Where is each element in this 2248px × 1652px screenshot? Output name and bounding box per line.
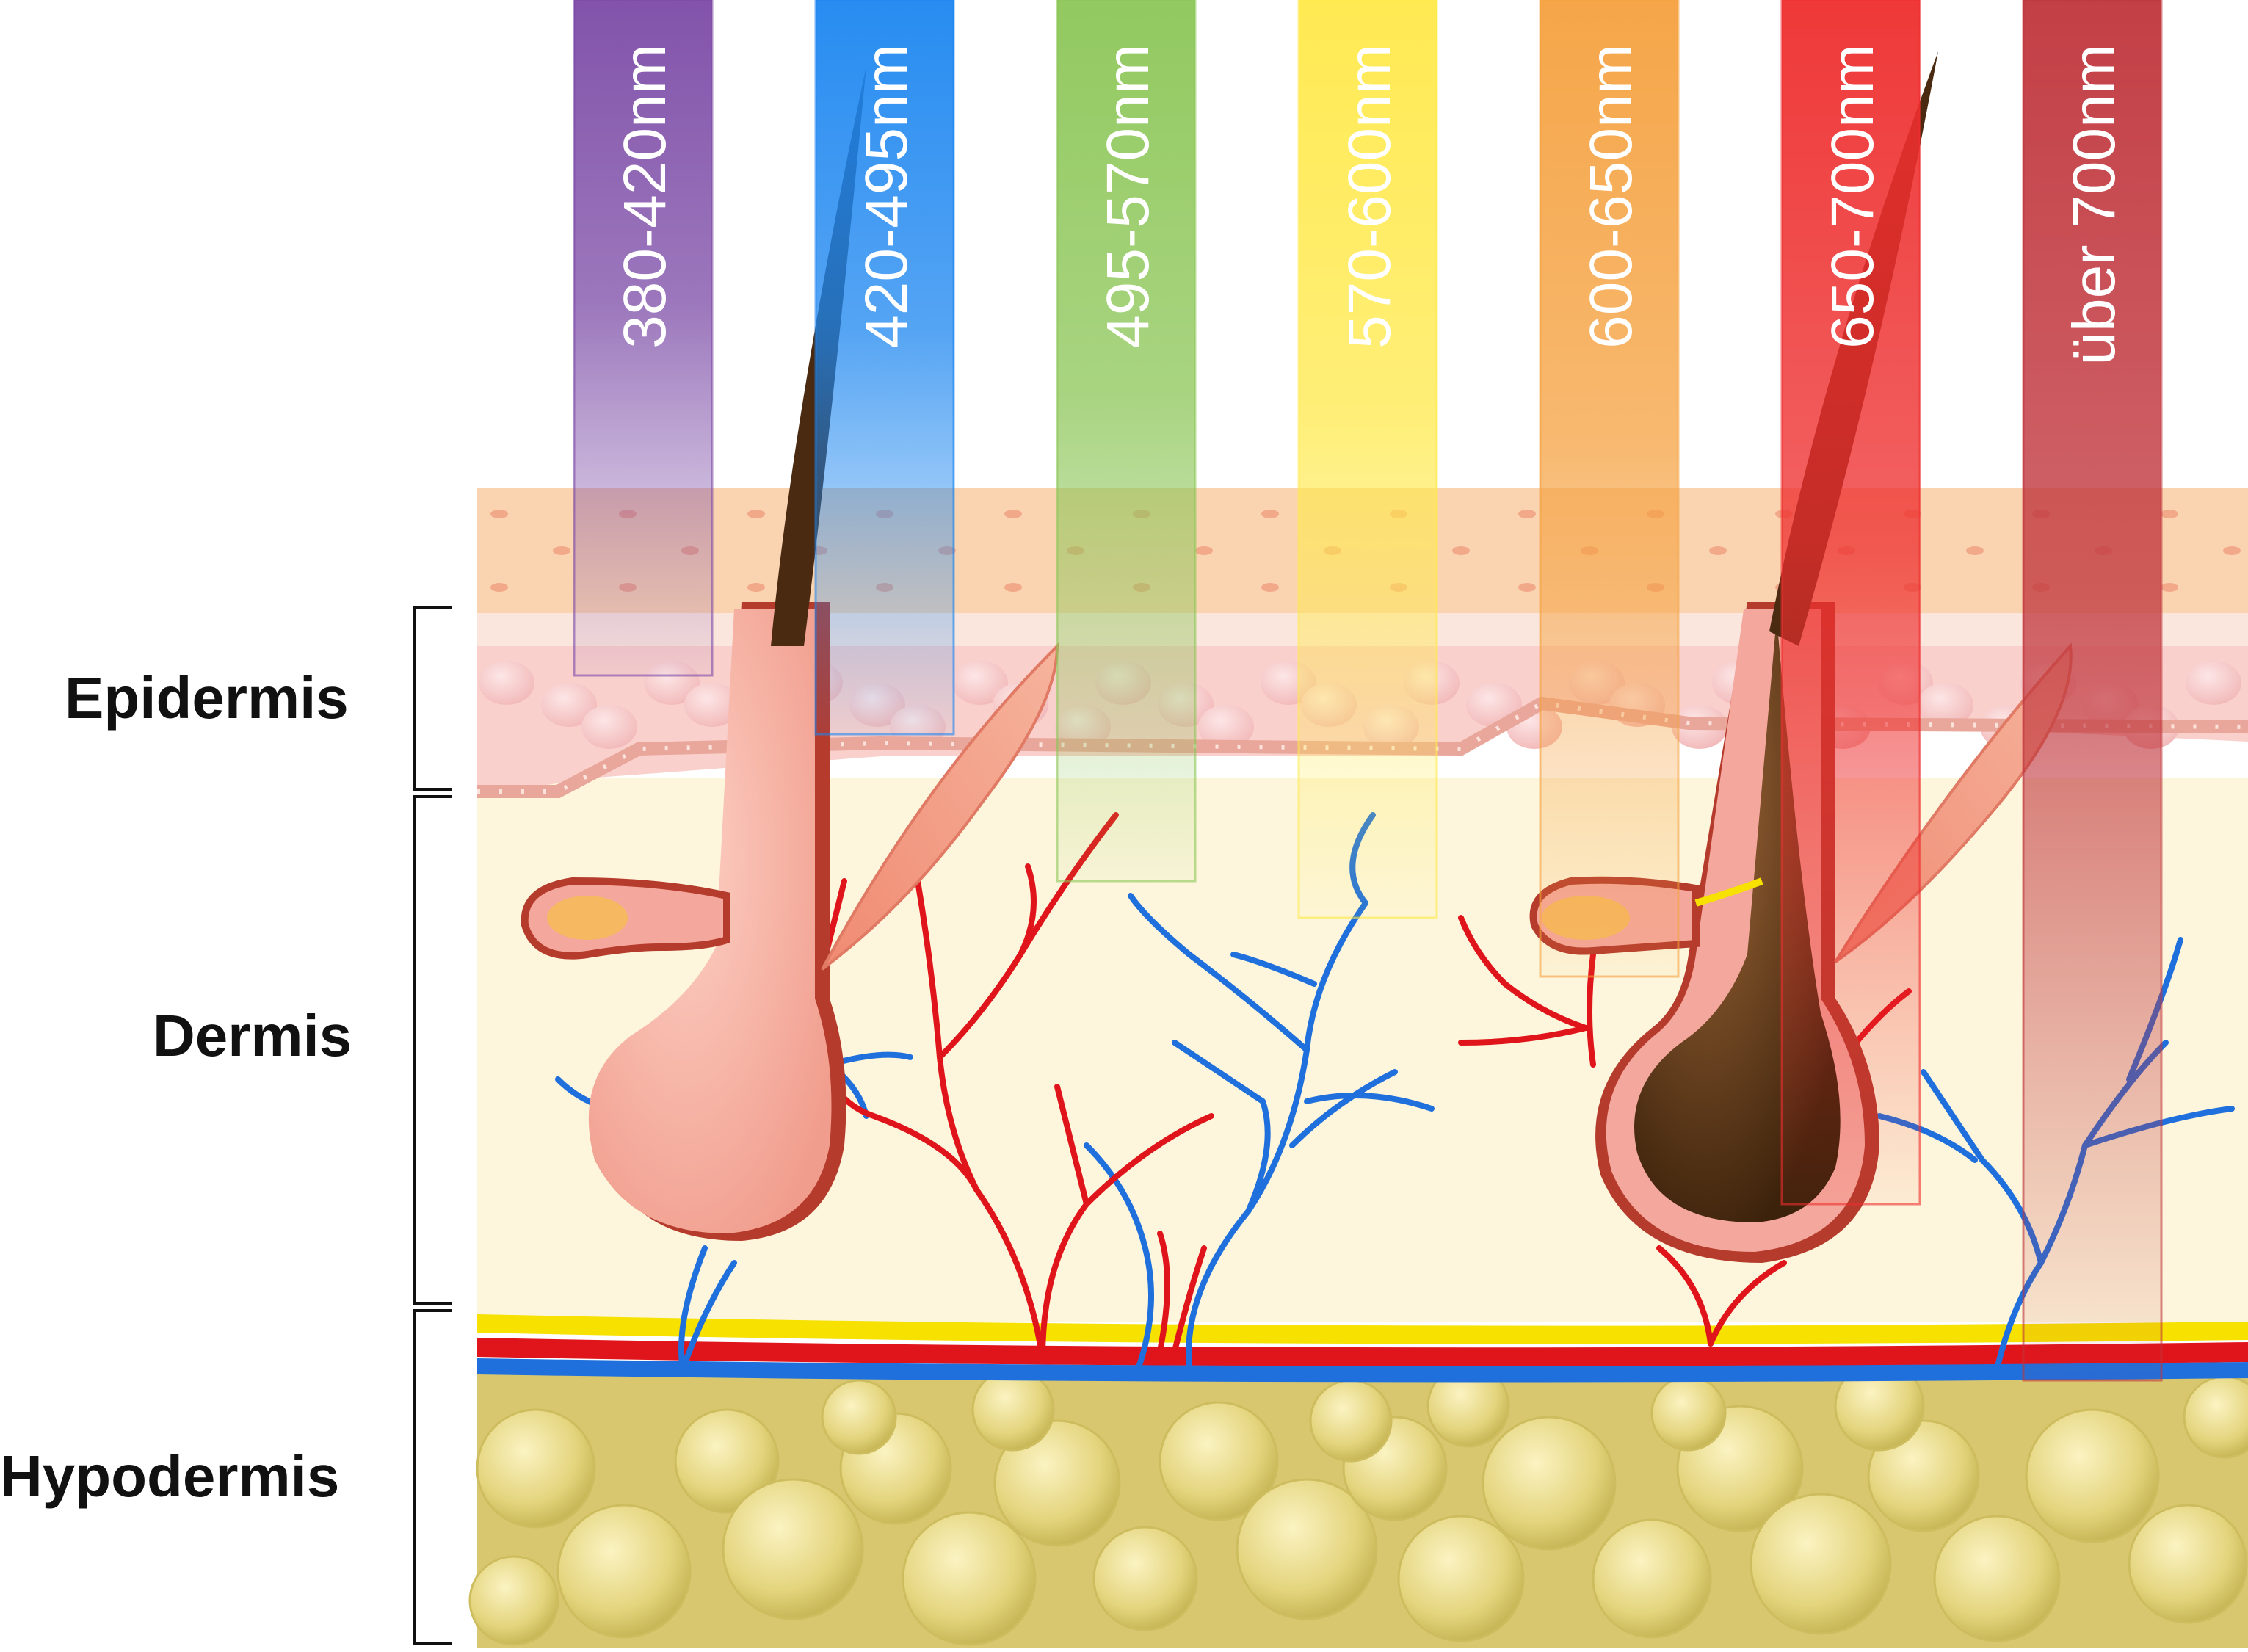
layer-label-epidermis: Epidermis bbox=[65, 665, 349, 731]
fat-cell bbox=[556, 1504, 692, 1639]
wavelength-band-label: 600-650nm bbox=[1578, 44, 1645, 349]
skin-pore bbox=[1004, 510, 1022, 518]
skin-pore bbox=[1966, 546, 1984, 555]
fat-cell bbox=[1482, 1416, 1617, 1551]
skin-pore bbox=[1261, 510, 1279, 518]
wavelength-band-bar bbox=[814, 0, 955, 736]
epidermis-cell bbox=[2186, 661, 2241, 705]
wavelength-band: 570-600nm bbox=[1297, 0, 1438, 919]
fat-cell bbox=[1750, 1493, 1892, 1635]
fat-cell bbox=[674, 1408, 780, 1514]
skin-pore bbox=[1518, 510, 1536, 518]
wavelength-band: 495-570nm bbox=[1056, 0, 1197, 883]
hair-follicle-left bbox=[521, 66, 866, 1241]
epidermis-cell bbox=[581, 705, 637, 749]
wavelength-band: 600-650nm bbox=[1539, 0, 1680, 978]
fat-cell bbox=[1592, 1518, 1712, 1639]
fat-cell bbox=[1867, 1419, 1980, 1532]
epidermis-cell bbox=[1918, 683, 1973, 727]
skin-pore bbox=[490, 510, 508, 518]
fat-line bbox=[477, 1314, 2248, 1344]
wavelength-band-bar bbox=[2022, 0, 2163, 1382]
wavelength-band-label: über 700nm bbox=[2061, 44, 2128, 366]
epidermis-cell bbox=[1198, 705, 1254, 749]
fat-cell bbox=[1397, 1515, 1525, 1642]
fat-cell bbox=[1092, 1526, 1198, 1631]
wavelength-band-bar bbox=[573, 0, 714, 677]
epidermis-cell bbox=[952, 661, 1008, 705]
fat-cell bbox=[1236, 1478, 1378, 1620]
wavelength-band-label: 380-420nm bbox=[612, 44, 678, 349]
fat-cell bbox=[2128, 1504, 2248, 1624]
wavelength-band-bar bbox=[1780, 0, 1921, 1206]
fat-cell bbox=[468, 1555, 559, 1646]
fat-cell bbox=[821, 1379, 897, 1455]
fat-cells bbox=[468, 1361, 2248, 1646]
fat-cell bbox=[1650, 1375, 1727, 1452]
skin-pore bbox=[2223, 546, 2241, 555]
fat-cell bbox=[971, 1368, 1055, 1452]
wavelength-band-label: 570-600nm bbox=[1336, 44, 1403, 349]
skin-pore bbox=[490, 583, 508, 592]
fat-cell bbox=[1933, 1515, 2061, 1642]
wavelength-band-label: 495-570nm bbox=[1095, 44, 1161, 349]
fat-cell bbox=[1159, 1401, 1279, 1521]
fat-cell bbox=[993, 1419, 1121, 1547]
epidermis-cell bbox=[684, 683, 740, 727]
fat-cell bbox=[476, 1408, 596, 1529]
artery-main bbox=[477, 1338, 2248, 1367]
skin-pore bbox=[747, 583, 765, 592]
wavelength-band: 380-420nm bbox=[573, 0, 714, 677]
fat-cell bbox=[902, 1511, 1037, 1646]
wavelength-band: über 700nm bbox=[2022, 0, 2163, 1382]
wavelength-band-bar bbox=[1056, 0, 1197, 883]
skin-pore bbox=[1452, 546, 1470, 555]
fat-cell bbox=[2025, 1408, 2160, 1543]
fat-cell bbox=[722, 1478, 864, 1620]
skin-pore bbox=[1709, 546, 1727, 555]
layer-label-dermis: Dermis bbox=[153, 1003, 352, 1068]
wavelength-band-label: 420-495nm bbox=[853, 44, 920, 349]
wavelength-band-bar bbox=[1539, 0, 1680, 978]
layer-label-hypodermis: Hypodermis bbox=[0, 1443, 340, 1509]
skin-pore bbox=[2161, 583, 2178, 592]
wavelength-band-label: 650-700nm bbox=[1819, 44, 1886, 349]
skin-pore bbox=[2161, 510, 2178, 518]
skin-pore bbox=[1518, 583, 1536, 592]
fat-cell bbox=[1309, 1379, 1393, 1463]
skin-pore bbox=[1261, 583, 1279, 592]
vein-main bbox=[477, 1358, 2248, 1383]
arrector-pili-muscle-left bbox=[821, 642, 1059, 971]
wavelength-band-bar bbox=[1297, 0, 1438, 919]
skin-pore bbox=[1195, 546, 1213, 555]
wavelength-bands: 380-420nm 420-495nm 495-570nm 570-600nm 600-… bbox=[573, 0, 2163, 1382]
skin-pore bbox=[1004, 583, 1022, 592]
skin-pore bbox=[747, 510, 765, 518]
epidermis-cell bbox=[541, 683, 597, 727]
epidermis-cell bbox=[479, 661, 534, 705]
wavelength-band: 420-495nm bbox=[814, 0, 955, 736]
wavelength-band: 650-700nm bbox=[1780, 0, 1921, 1206]
skin-pore bbox=[553, 546, 570, 555]
